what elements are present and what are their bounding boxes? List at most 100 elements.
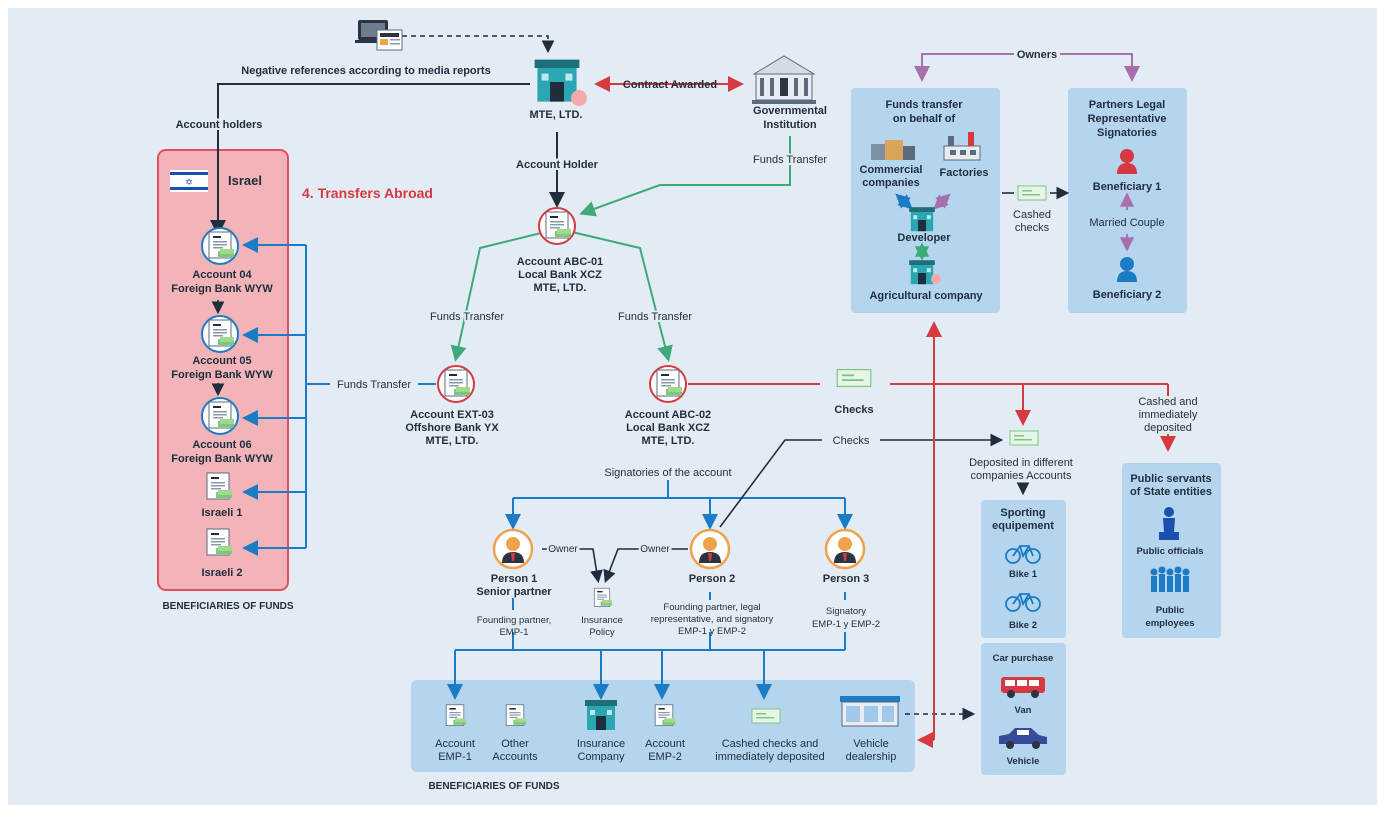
israeli-1-icon (206, 472, 233, 500)
developer-icon (909, 207, 935, 232)
israeli-2-icon (206, 528, 233, 556)
vehicle-dealership-icon (840, 696, 900, 727)
account-04-icon (202, 228, 238, 264)
signatories-label: Signatories of the account (604, 467, 731, 479)
insurance-company-icon (585, 700, 617, 730)
owners-right-arrow (1060, 53, 1140, 82)
account-06-line1: Account 06 (192, 439, 251, 451)
israel-flag-icon: ✡ (170, 170, 208, 192)
bottom-item-2-l2: Accounts (492, 751, 538, 763)
person-2-desc-1: Founding partner, legal (663, 602, 760, 613)
bottom-item-5-l2: immediately deposited (715, 751, 824, 763)
account-holder-label: Account Holder (516, 159, 599, 171)
cashed-checks-label-2: checks (1015, 222, 1050, 234)
gov-funds-transfer-label: Funds Transfer (753, 154, 827, 166)
person-1-icon (492, 528, 534, 570)
person2-checks-line (719, 439, 822, 528)
account-ext03-icon (438, 366, 474, 402)
bottom-footer: BENEFICIARIES OF FUNDS (428, 781, 559, 792)
beneficiary-1-label: Beneficiary 1 (1093, 181, 1161, 193)
person-2-name: Person 2 (689, 573, 735, 585)
media-label: Negative references according to media r… (241, 65, 490, 77)
sporting-title-1: Sporting (1000, 507, 1045, 519)
public-employees-1: Public (1156, 605, 1185, 616)
car-title: Car purchase (993, 653, 1054, 664)
bottom-distribution-tree (447, 632, 846, 700)
account-emp1-icon (445, 704, 467, 727)
government-building-icon (752, 55, 816, 104)
commercial-developer-arrow (895, 193, 913, 210)
gov-funds-transfer-arrow (579, 136, 791, 217)
public-title-1: Public servants (1130, 473, 1211, 485)
owner2-arrow (603, 548, 688, 583)
signatories-tree (505, 480, 853, 530)
insurance-policy-icon (593, 587, 613, 607)
public-employees-2: employees (1145, 618, 1194, 629)
mte-building-icon (534, 59, 587, 106)
person-2-desc-3: EMP-1 y EMP-2 (678, 626, 746, 637)
account-06-line2: Foreign Bank WYW (171, 453, 273, 465)
agricultural-label: Agricultural company (869, 290, 983, 302)
israel-footer: BENEFICIARIES OF FUNDS (162, 601, 293, 612)
account-05-icon (202, 316, 238, 352)
bottom-item-3-l2: Company (577, 751, 625, 763)
bottom-item-4-l1: Account (645, 738, 685, 750)
insurance-policy-2: Policy (589, 627, 615, 638)
cashed-deposited-2: immediately (1139, 409, 1198, 421)
commercial-companies-icon (871, 140, 915, 160)
ext03-line1: Account EXT-03 (410, 409, 494, 421)
abc01-line2: Local Bank XCZ (518, 269, 602, 281)
bottom-item-4-l2: EMP-2 (648, 751, 682, 763)
owners-label: Owners (1017, 49, 1057, 61)
newspaper-laptop-icon (355, 20, 403, 51)
checks-top-icon (836, 369, 872, 388)
abc02-line3: MTE, LTD. (642, 435, 695, 447)
factories-label: Factories (940, 167, 989, 179)
israel-country-label: Israel (228, 173, 262, 188)
funds-transfer-right-label: Funds Transfer (618, 311, 692, 323)
checks-mid-label: Checks (833, 435, 870, 447)
cashed-deposited-3: deposited (1144, 422, 1192, 434)
ext03-line3: MTE, LTD. (426, 435, 479, 447)
transfers-abroad-heading: 4. Transfers Abroad (302, 185, 433, 201)
account-05-line2: Foreign Bank WYW (171, 369, 273, 381)
van-icon (1001, 677, 1045, 698)
bottom-item-2-l1: Other (501, 738, 529, 750)
bottom-item-5-l1: Cashed checks and (722, 738, 819, 750)
developer-label: Developer (897, 232, 951, 244)
commercial-label-1: Commercial (860, 164, 923, 176)
bottom-item-1-l1: Account (435, 738, 475, 750)
bottom-item-1-l2: EMP-1 (438, 751, 472, 763)
cashed-checks-icon (751, 708, 781, 724)
israel-funds-transfer-lines (242, 237, 436, 556)
abc01-line3: MTE, LTD. (534, 282, 587, 294)
deposited-label-2: companies Accounts (971, 470, 1072, 482)
account-04-line1: Account 04 (192, 269, 252, 281)
abc01-to-abc02-arrow (571, 231, 673, 362)
account-holders-label: Account holders (176, 119, 263, 131)
public-employees-icon (1150, 566, 1190, 592)
factories-icon (943, 132, 981, 161)
person-3-desc-2: EMP-1 y EMP-2 (812, 619, 880, 630)
media-to-mte-arrow (402, 35, 555, 54)
funds-panel-title-1: Funds transfer (885, 99, 963, 111)
bottom-item-6-l1: Vehicle (853, 738, 888, 750)
svg-text:✡: ✡ (185, 177, 193, 187)
cashed-checks-label-1: Cashed (1013, 209, 1051, 221)
married-couple-label: Married Couple (1089, 217, 1164, 229)
sporting-title-2: equipement (992, 520, 1054, 532)
account-emp2-icon (654, 704, 676, 727)
red-check-distribution (688, 321, 1176, 748)
beneficiary-1-icon (1117, 149, 1137, 174)
funds-panel-title-2: on behalf of (893, 113, 956, 125)
israeli-1-label: Israeli 1 (202, 507, 243, 519)
bottom-item-6-l2: dealership (846, 751, 897, 763)
gov-label-2: Institution (763, 119, 816, 131)
partners-title-3: Signatories (1097, 127, 1157, 139)
israel-panel (157, 149, 289, 591)
deposited-check-icon (1009, 430, 1039, 446)
person-2-icon (689, 528, 731, 570)
sporting-panel (981, 500, 1066, 638)
